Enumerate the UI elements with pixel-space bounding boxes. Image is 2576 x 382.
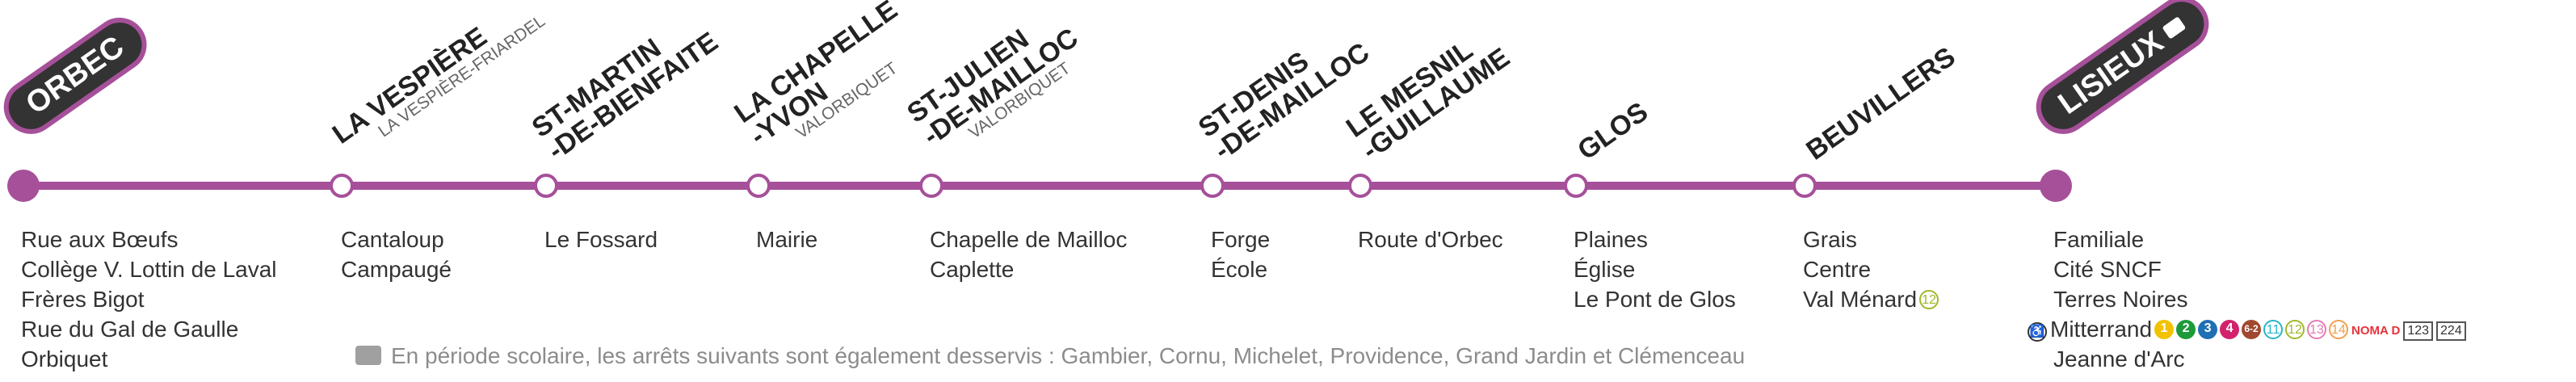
stop-list-la-vespiere: Cantaloup Campaugé xyxy=(341,225,452,284)
stop-name[interactable]: École xyxy=(1211,257,1268,282)
stop-name[interactable]: Familiale xyxy=(2053,227,2145,252)
school-period-note: En période scolaire, les arrêts suivants… xyxy=(355,343,1745,369)
station-name: LA VESPIÈRE xyxy=(326,21,493,150)
connection-line-badge[interactable]: 11 xyxy=(2263,319,2284,339)
connection-line-badge[interactable]: 3 xyxy=(2198,319,2218,339)
stop-name[interactable]: Val Ménard xyxy=(1803,287,1918,312)
stop-marker-la-chapelle[interactable] xyxy=(746,174,771,198)
stop-marker-st-julien[interactable] xyxy=(919,174,943,198)
connection-line-badge[interactable]: 2 xyxy=(2176,319,2196,339)
stop-list-glos: Plaines Église Le Pont de Glos xyxy=(1574,225,1736,314)
station-name: LE MESNIL -GUILLAUME xyxy=(1340,34,1515,166)
station-title: BEUVILLERS xyxy=(1801,40,1961,166)
stop-name[interactable]: Cité SNCF xyxy=(2053,257,2162,282)
terminus-pill-orbec[interactable]: ORBEC xyxy=(0,6,158,145)
stop-list-lisieux: Familiale Cité SNCF Terres Noires ♿Mitte… xyxy=(2028,225,2466,374)
station-name: BEUVILLERS xyxy=(1801,40,1961,166)
stop-name[interactable]: Rue du Gal de Gaulle xyxy=(21,317,239,342)
station-name: ST-MARTIN -DE-BIENFAITE xyxy=(526,26,724,166)
stop-name[interactable]: Cantaloup xyxy=(341,227,444,252)
terminus-label: LISIEUX xyxy=(2052,24,2170,121)
stop-marker-st-denis[interactable] xyxy=(1200,174,1225,198)
connection-line-badge[interactable]: 14 xyxy=(2329,319,2349,339)
stop-list-st-julien: Chapelle de Mailloc Caplette xyxy=(930,225,1127,284)
station-title: GLOS xyxy=(1572,96,1654,166)
briefcase-icon xyxy=(2162,16,2187,40)
nomad-badge[interactable]: NOMA D xyxy=(2351,324,2401,338)
stop-list-st-martin: Le Fossard xyxy=(544,225,658,254)
station-title: ST-MARTIN -DE-BIENFAITE xyxy=(526,5,724,166)
footnote-text: En période scolaire, les arrêts suivants… xyxy=(391,343,1746,368)
terminus-pill-lisieux[interactable]: LISIEUX xyxy=(2025,0,2220,145)
stop-name[interactable]: Frères Bigot xyxy=(21,287,145,312)
stop-marker-orbec[interactable] xyxy=(7,170,40,202)
stop-marker-la-vespiere[interactable] xyxy=(330,174,354,198)
stop-name[interactable]: Orbiquet xyxy=(21,346,108,372)
stop-name[interactable]: Chapelle de Mailloc xyxy=(930,227,1128,252)
stop-name[interactable]: Mairie xyxy=(756,227,818,252)
station-title: ST-DENIS -DE-MAILLOC xyxy=(1192,15,1376,166)
station-title: LA CHAPELLE -YVON VALORBIQUET xyxy=(729,0,928,165)
connection-line-badge[interactable]: 1 xyxy=(2154,319,2175,339)
connection-line-box[interactable]: 123 xyxy=(2403,321,2434,341)
connection-line-badge[interactable]: 12 xyxy=(1919,289,1939,309)
stop-name[interactable]: Le Pont de Glos xyxy=(1574,287,1736,312)
stop-marker-st-martin[interactable] xyxy=(534,174,558,198)
stop-marker-lisieux[interactable] xyxy=(2040,170,2072,202)
terminus-label: ORBEC xyxy=(19,29,131,121)
briefcase-icon xyxy=(355,346,381,365)
connection-line-badge[interactable]: 12 xyxy=(2285,319,2305,339)
stop-list-le-mesnil: Route d'Orbec xyxy=(1358,225,1503,254)
station-title: ST-JULIEN -DE-MAILLOC VALORBIQUET xyxy=(901,1,1093,165)
connection-line-badge[interactable]: 4 xyxy=(2220,319,2240,339)
station-title: LA VESPIÈRE LA VESPIÈRE-FRIARDEL xyxy=(326,0,548,163)
stop-name[interactable]: Centre xyxy=(1803,257,1872,282)
stop-name[interactable]: Grais xyxy=(1803,227,1857,252)
stop-list-st-denis: Forge École xyxy=(1211,225,1270,284)
station-name: ST-DENIS -DE-MAILLOC xyxy=(1192,36,1376,166)
stop-name[interactable]: Plaines xyxy=(1574,227,1648,252)
connection-line-badge[interactable]: 13 xyxy=(2307,319,2327,339)
stop-name[interactable]: Forge xyxy=(1211,227,1271,252)
stop-name[interactable]: Caplette xyxy=(930,257,1015,282)
stop-list-la-chapelle: Mairie xyxy=(756,225,817,254)
stop-name[interactable]: Jeanne d'Arc xyxy=(2053,346,2185,372)
station-title: LE MESNIL -GUILLAUME xyxy=(1340,21,1515,166)
stop-marker-glos[interactable] xyxy=(1564,174,1588,198)
route-line xyxy=(23,182,2058,190)
stop-list-orbec: Rue aux Bœufs Collège V. Lottin de Laval… xyxy=(21,225,277,374)
stop-name[interactable]: Terres Noires xyxy=(2053,287,2188,312)
connection-line-box[interactable]: 224 xyxy=(2436,321,2466,341)
wheelchair-icon: ♿ xyxy=(2028,322,2047,342)
station-name: GLOS xyxy=(1572,96,1654,166)
stop-name[interactable]: Campaugé xyxy=(341,257,452,282)
stop-name[interactable]: Route d'Orbec xyxy=(1358,227,1503,252)
stop-marker-le-mesnil[interactable] xyxy=(1348,174,1372,198)
stop-name[interactable]: Rue aux Bœufs xyxy=(21,227,179,252)
stop-marker-beuvillers[interactable] xyxy=(1792,174,1817,198)
stop-name[interactable]: Collège V. Lottin de Laval xyxy=(21,257,277,282)
connection-line-badge[interactable]: 6-2 xyxy=(2242,319,2262,339)
stop-name[interactable]: Église xyxy=(1574,257,1636,282)
stop-name[interactable]: Le Fossard xyxy=(544,227,658,252)
stop-name[interactable]: Mitterrand xyxy=(2050,317,2153,342)
